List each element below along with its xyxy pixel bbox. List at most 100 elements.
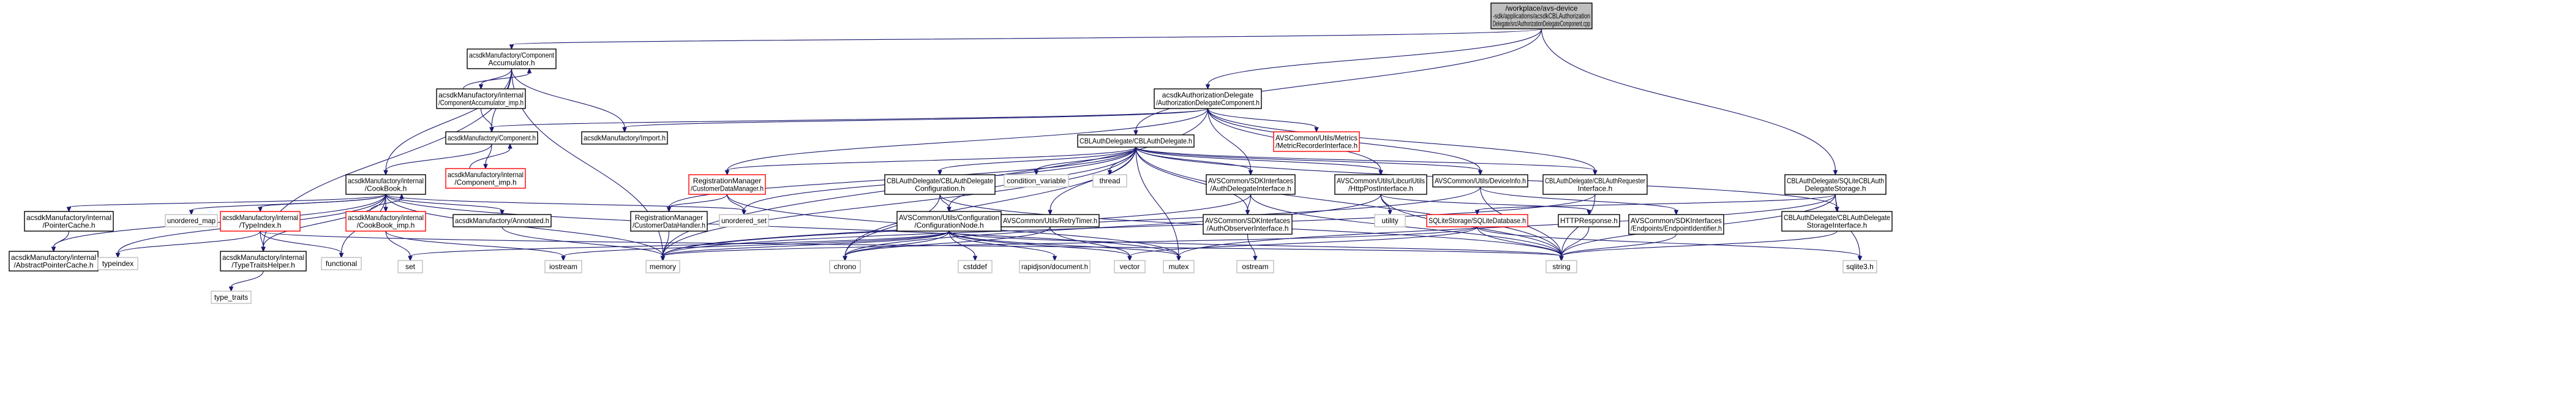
- arrowhead-cstddef: [972, 256, 978, 262]
- arrowhead-cbl-configuration: [937, 170, 942, 176]
- arrowhead-cook-book: [399, 193, 404, 199]
- edge-component-accumulator-imp-to-component-accumulator: [462, 72, 530, 89]
- node-vector[interactable]: vector: [1114, 260, 1146, 273]
- node-ostream[interactable]: ostream: [1236, 260, 1274, 273]
- arrowhead-configuration-node: [947, 207, 952, 213]
- node-label-line: acsdkManufactory/Import.h: [584, 134, 666, 142]
- node-cstddef[interactable]: cstddef: [958, 260, 993, 273]
- node-type-traits-helper[interactable]: acsdkManufactory/internal/TypeTraitsHelp…: [220, 251, 307, 272]
- node-auth-delegate-interface[interactable]: AVSCommon/SDKInterfaces/AuthDelegateInte…: [1206, 174, 1296, 195]
- node-storage-interface[interactable]: CBLAuthDelegate/CBLAuthDelegateStorageIn…: [1781, 211, 1893, 232]
- node-box: [445, 131, 538, 145]
- arrowhead-memory: [660, 256, 666, 262]
- node-label-line: type_traits: [214, 293, 248, 302]
- node-pointer-cache[interactable]: acsdkManufactory/internal/PointerCache.h: [24, 211, 114, 232]
- edge-cook-book-to-annotated: [385, 194, 503, 211]
- node-label-line: acsdkManufactory/Annotated.h: [455, 216, 549, 225]
- edge-auth-delegate-component-to-component: [491, 108, 1209, 128]
- node-component-accumulator-imp[interactable]: acsdkManufactory/internal/ComponentAccum…: [436, 88, 526, 109]
- node-sqlite-database[interactable]: SQLiteStorage/SQLiteDatabase.h: [1426, 214, 1528, 227]
- arrowhead-cbl-requester: [1593, 170, 1598, 176]
- node-rapidjson[interactable]: rapidjson/document.h: [1019, 260, 1091, 273]
- node-configuration-node[interactable]: AVSCommon/Utils/Configuration/Configurat…: [896, 211, 1002, 232]
- node-unordered-map[interactable]: unordered_map: [165, 214, 218, 227]
- node-type-index[interactable]: acsdkManufactory/internal/TypeIndex.h: [220, 211, 301, 232]
- node-import[interactable]: acsdkManufactory/Import.h: [581, 131, 668, 145]
- node-registration-manager[interactable]: RegistrationManager/CustomerDataManager.…: [688, 174, 766, 195]
- node-cook-book-imp[interactable]: acsdkManufactory/internal/CookBook_imp.h: [345, 211, 426, 232]
- arrowhead-utility: [1388, 210, 1392, 216]
- node-functional[interactable]: functional: [321, 257, 362, 270]
- node-label-line: /TypeIndex.h: [239, 221, 282, 229]
- edge-sqlite-database-to-vector: [1129, 226, 1478, 257]
- node-mutex[interactable]: mutex: [1163, 260, 1195, 273]
- node-cbl-configuration[interactable]: CBLAuthDelegate/CBLAuthDelegateConfigura…: [884, 174, 996, 195]
- node-annotated[interactable]: acsdkManufactory/Annotated.h: [452, 214, 552, 227]
- node-label-line: AVSCommon/Utils/Configuration: [899, 213, 999, 222]
- node-label-line: condition_variable: [1007, 177, 1066, 185]
- node-label-line: acsdkManufactory/internal: [222, 253, 304, 262]
- arrowhead-type-traits-helper: [261, 246, 266, 253]
- node-device-info[interactable]: AVSCommon/Utils/DeviceInfo.h: [1432, 174, 1528, 188]
- node-sqlite-cbl-storage[interactable]: CBLAuthDelegate/SQLiteCBLAuthDelegateSto…: [1784, 174, 1887, 195]
- node-cbl-requester[interactable]: CBLAuthDelegate/CBLAuthRequesterInterfac…: [1542, 174, 1648, 195]
- node-chrono[interactable]: chrono: [829, 260, 861, 273]
- node-label-line: unordered_map: [167, 216, 216, 225]
- node-string[interactable]: string: [1545, 260, 1577, 273]
- node-http-post[interactable]: AVSCommon/Utils/LibcurlUtils/HttpPostInt…: [1334, 174, 1427, 195]
- edge-sqlite-database-to-memory: [662, 226, 1478, 257]
- node-root[interactable]: /workplace/avs-device-sdk/applications/a…: [1490, 2, 1593, 29]
- node-set[interactable]: set: [397, 260, 423, 273]
- node-sqlite3[interactable]: sqlite3.h: [1842, 260, 1877, 273]
- node-auth-delegate-component[interactable]: acsdkAuthorizationDelegate/Authorization…: [1154, 88, 1262, 109]
- edge-cbl-configuration-to-configuration-node: [939, 194, 950, 208]
- node-box: [467, 48, 557, 69]
- edge-http-post-to-utility: [1380, 194, 1391, 211]
- node-memory[interactable]: memory: [645, 260, 680, 273]
- node-metric-recorder[interactable]: AVSCommon/Utils/Metrics/MetricRecorderIn…: [1273, 131, 1360, 152]
- arrowhead-auth-delegate-component: [1205, 84, 1211, 90]
- node-label-line: /AbstractPointerCache.h: [13, 261, 93, 269]
- node-label-line: sqlite3.h: [1846, 262, 1874, 271]
- node-iostream[interactable]: iostream: [544, 260, 582, 273]
- node-http-response[interactable]: HTTPResponse.h: [1558, 214, 1620, 227]
- node-cbl-auth-delegate[interactable]: CBLAuthDelegate/CBLAuthDelegate.h: [1077, 134, 1195, 148]
- arrowhead-string: [1559, 256, 1564, 262]
- edge-cook-book-imp-to-iostream: [385, 230, 564, 257]
- node-label-line: CBLAuthDelegate/CBLAuthDelegate: [887, 177, 993, 185]
- node-component-accumulator[interactable]: acsdkManufactory/ComponentAccumulator.h: [467, 48, 557, 69]
- node-abstract-pointer-cache[interactable]: acsdkManufactory/internal/AbstractPointe…: [9, 251, 99, 272]
- node-box: [1077, 134, 1195, 148]
- node-unordered-set[interactable]: unordered_set: [719, 214, 769, 227]
- node-component-imp[interactable]: acsdkManufactory/internal/Component_imp.…: [445, 168, 526, 189]
- node-utility[interactable]: utility: [1374, 214, 1406, 227]
- include-edges: [51, 28, 1863, 292]
- node-component[interactable]: acsdkManufactory/Component.h: [445, 131, 538, 145]
- arrowhead-import: [622, 127, 627, 133]
- node-auth-observer-interface[interactable]: AVSCommon/SDKInterfaces/AuthObserverInte…: [1203, 214, 1293, 235]
- node-label-line: Configuration.h: [915, 184, 964, 192]
- node-box: [9, 251, 99, 272]
- edge-cbl-requester-to-memory: [662, 194, 1596, 257]
- node-label-line: /AuthObserverInterface.h: [1206, 224, 1288, 232]
- node-box: [719, 214, 769, 227]
- node-label-line: acsdkAuthorizationDelegate: [1162, 91, 1254, 99]
- edge-type-index-to-functional: [260, 230, 342, 254]
- node-label-line: CBLAuthDelegate/CBLAuthDelegate: [1784, 213, 1890, 222]
- node-label-line: DelegateStorage.h: [1804, 184, 1866, 192]
- node-cook-book[interactable]: acsdkManufactory/internal/CookBook.h: [345, 174, 426, 195]
- edge-cook-book-to-type-traits-helper: [263, 194, 386, 248]
- node-box: [1374, 214, 1406, 227]
- node-thread[interactable]: thread: [1092, 174, 1127, 188]
- node-box: [1432, 174, 1528, 188]
- node-box: [884, 174, 996, 195]
- edge-cook-book-to-unordered-set: [385, 194, 745, 211]
- node-typeindex[interactable]: typeindex: [97, 257, 138, 270]
- node-type-traits[interactable]: type_traits: [211, 291, 252, 304]
- node-retry-timer[interactable]: AVSCommon/Utils/RetryTimer.h: [1001, 214, 1100, 227]
- node-customer-data-handler[interactable]: RegistrationManager/CustomerDataHandler.…: [630, 211, 708, 232]
- node-endpoint-identifier[interactable]: AVSCommon/SDKInterfaces/Endpoints/Endpoi…: [1628, 214, 1724, 235]
- node-label-line: typeindex: [102, 259, 133, 268]
- node-label-line: StorageInterface.h: [1807, 221, 1868, 229]
- node-condition-variable[interactable]: condition_variable: [1004, 174, 1069, 188]
